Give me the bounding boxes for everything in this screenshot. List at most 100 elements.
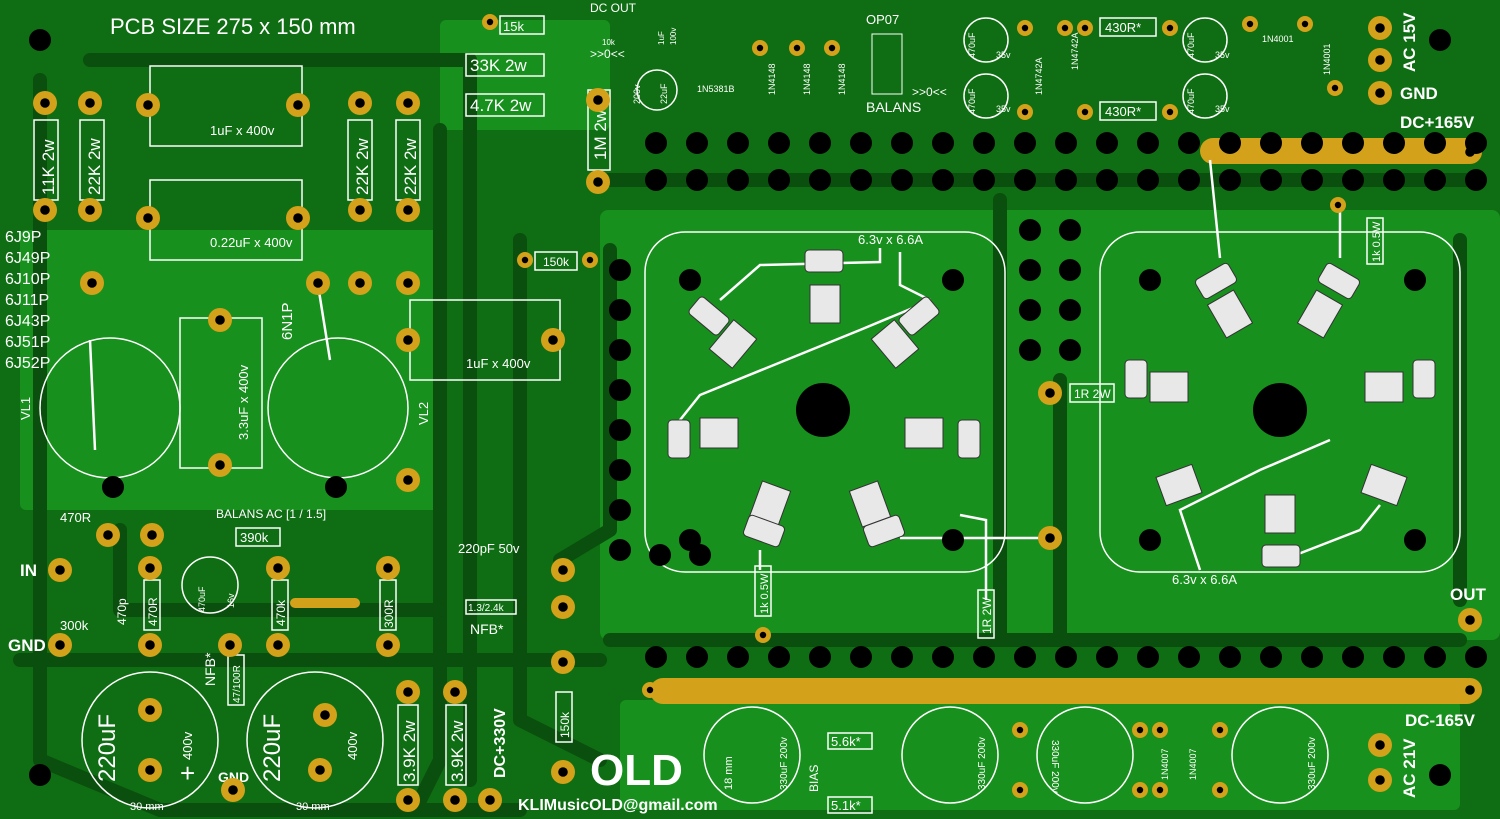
power-buses — [290, 138, 1480, 704]
mount-hole — [1260, 646, 1282, 668]
drill-hole — [403, 795, 413, 805]
capacitor-label: 1uF — [657, 31, 666, 45]
tube-type: 6J11P — [5, 292, 49, 309]
drill-hole — [273, 563, 283, 573]
mount-hole — [649, 544, 671, 566]
drill-hole — [1045, 533, 1055, 543]
mount-hole — [645, 169, 667, 191]
drill-hole — [55, 565, 65, 575]
mount-hole — [686, 646, 708, 668]
resistor-label: 430R* — [1105, 20, 1141, 35]
mount-hole — [1424, 132, 1446, 154]
drill-hole — [1246, 20, 1254, 28]
mount-hole — [29, 29, 51, 51]
mount-hole — [1019, 219, 1041, 241]
resistor-label: 470R — [60, 510, 91, 525]
arrow-label: >>0<< — [590, 47, 625, 61]
drill-hole — [145, 705, 155, 715]
resistor-label: 3.9K 2w — [400, 720, 419, 782]
drill-hole — [215, 315, 225, 325]
nfb-label: NFB* — [202, 652, 218, 686]
drill-hole — [1465, 615, 1475, 625]
drill-hole — [143, 100, 153, 110]
mount-hole — [973, 132, 995, 154]
drill-hole — [1136, 786, 1144, 794]
mount-hole — [850, 646, 872, 668]
balans-label: BALANS — [866, 99, 921, 115]
capacitor-label: 470uF — [1186, 32, 1196, 58]
drill-hole — [756, 44, 764, 52]
drill-hole — [1334, 201, 1342, 209]
tube-socket-pins — [667, 249, 1436, 568]
mount-hole — [1019, 259, 1041, 281]
drill-hole — [793, 44, 801, 52]
mount-hole — [809, 646, 831, 668]
drill-hole — [1166, 108, 1174, 116]
drill-hole — [450, 687, 460, 697]
drill-hole — [1136, 726, 1144, 734]
mount-hole — [645, 132, 667, 154]
size-label: 30 mm — [296, 801, 330, 813]
mount-hole — [891, 132, 913, 154]
mount-hole — [1014, 646, 1036, 668]
resistor-label: 150k — [558, 711, 572, 738]
resistor-label: 4.7K 2w — [470, 96, 532, 115]
mount-hole — [609, 539, 631, 561]
mount-hole — [1014, 132, 1036, 154]
tube-type: 6J10P — [5, 271, 50, 288]
capacitor-label: 35v — [1215, 50, 1230, 60]
drill-hole — [1375, 775, 1385, 785]
mount-hole — [1219, 646, 1241, 668]
resistor-label: 33K 2w — [470, 56, 527, 75]
drill-hole — [320, 710, 330, 720]
connector-labels: DC OUT >>0<< 10k BALANS >>0<< BALANS AC … — [8, 1, 1487, 813]
mount-hole — [1429, 29, 1451, 51]
resistor-label: 430R* — [1105, 104, 1141, 119]
mount-hole — [102, 476, 124, 498]
mount-hole — [1096, 169, 1118, 191]
capacitor-label: 470uF — [967, 32, 977, 58]
in-label: IN — [20, 561, 37, 580]
drill-hole — [1021, 24, 1029, 32]
resistor-label: 47/100R — [232, 665, 243, 703]
drill-hole — [40, 205, 50, 215]
drill-hole — [593, 177, 603, 187]
capacitor-label: 35v — [1215, 104, 1230, 114]
plus-label: + — [180, 758, 195, 788]
mount-hole — [686, 132, 708, 154]
resistor-label: 470R — [146, 597, 160, 626]
mount-hole — [1137, 169, 1159, 191]
capacitor-label: 470uF — [967, 88, 977, 114]
resistor-label: 22K 2w — [85, 138, 104, 195]
mount-hole — [325, 476, 347, 498]
board-title: PCB SIZE 275 x 150 mm — [110, 14, 356, 39]
drill-hole — [593, 95, 603, 105]
mount-hole — [1059, 299, 1081, 321]
tube-type: 6J49P — [5, 250, 50, 267]
drill-hole — [1061, 24, 1069, 32]
resistor-label: 5.1k* — [831, 798, 861, 813]
drill-hole — [403, 205, 413, 215]
mount-hole — [1219, 169, 1241, 191]
mount-hole — [809, 132, 831, 154]
mount-hole — [1019, 299, 1041, 321]
mount-hole — [973, 646, 995, 668]
mount-hole — [1301, 132, 1323, 154]
diode-label: 1N5381B — [697, 84, 735, 94]
drill-hole — [558, 767, 568, 777]
capacitor-label: 330uF 200v — [779, 737, 790, 790]
capacitor-label: 220pF 50v — [458, 541, 520, 556]
resistor-label: 1R 2W — [980, 597, 994, 634]
tube-label: VL2 — [416, 402, 431, 425]
capacitor-label: 100v — [669, 28, 678, 45]
capacitor-label: 3.3uF x 400v — [236, 364, 251, 440]
drill-hole — [485, 795, 495, 805]
mount-hole — [1465, 132, 1487, 154]
drill-hole — [486, 18, 494, 26]
out-label: OUT — [1450, 585, 1487, 604]
drill-hole — [1216, 726, 1224, 734]
nfb-label: NFB* — [470, 621, 504, 637]
ac15-label: AC 15V — [1400, 12, 1419, 72]
drill-hole — [828, 44, 836, 52]
